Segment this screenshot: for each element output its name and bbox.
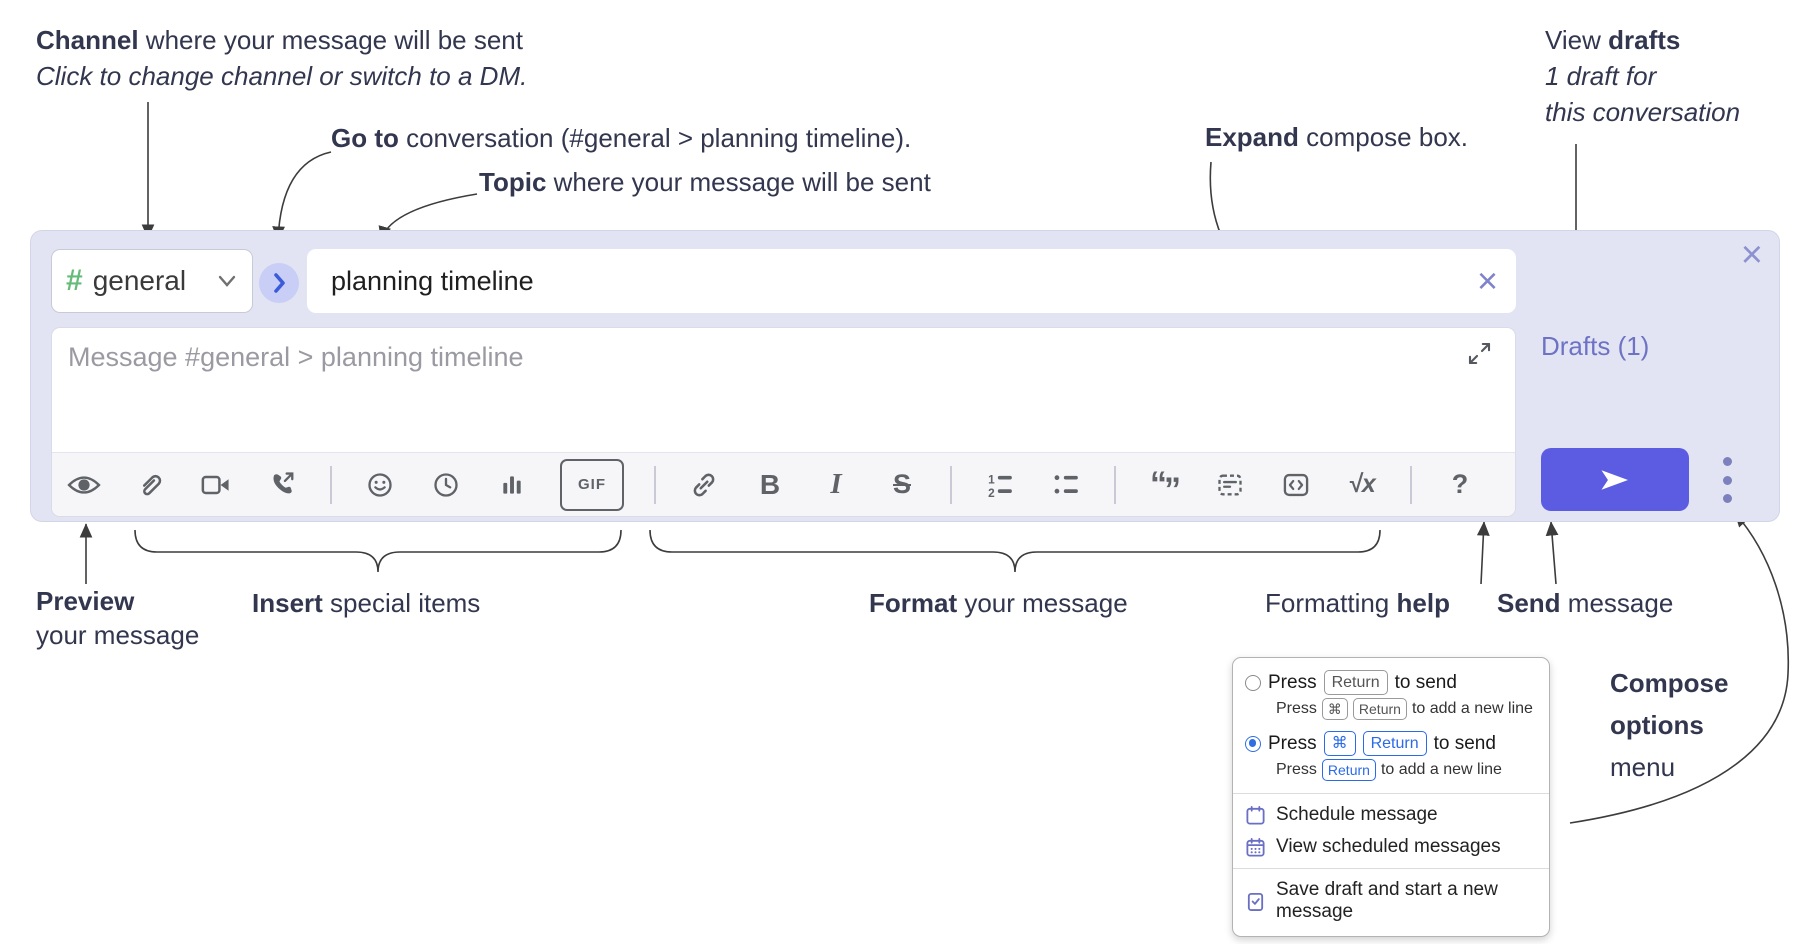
save-draft-icon bbox=[1247, 892, 1264, 911]
send-icon bbox=[1601, 469, 1628, 490]
send-button[interactable] bbox=[1541, 448, 1689, 511]
cmd-keycap: ⌘ bbox=[1323, 731, 1356, 756]
return-keycap: Return bbox=[1352, 698, 1407, 720]
toolbar-divider bbox=[950, 465, 952, 504]
formatting-help-annotation: Formatting help bbox=[1265, 588, 1450, 618]
return-keycap: Return bbox=[1362, 731, 1427, 756]
spoiler-icon[interactable] bbox=[1212, 464, 1248, 506]
attach-file-icon[interactable] bbox=[132, 464, 168, 506]
topic-annotation: Topic where your message will be sent bbox=[479, 167, 931, 197]
compose-box: × # general planning timeline × Message … bbox=[30, 230, 1780, 522]
expand-compose-icon[interactable] bbox=[1466, 340, 1493, 372]
menu-divider bbox=[1233, 793, 1549, 794]
radio-unselected[interactable] bbox=[1245, 674, 1261, 691]
emoji-icon[interactable] bbox=[362, 464, 398, 506]
message-placeholder: Message #general > planning timeline bbox=[68, 342, 524, 372]
drafts-link[interactable]: Drafts (1) bbox=[1541, 331, 1650, 361]
preview-annotation: Preview your message bbox=[36, 586, 200, 650]
compose-options-menu: Press Return to send Press ⌘ Return to a… bbox=[1232, 657, 1550, 937]
channel-hash-icon: # bbox=[66, 264, 83, 297]
toolbar-divider bbox=[1410, 465, 1412, 504]
channel-annotation-rest: where your message will be sent bbox=[138, 25, 523, 55]
link-icon[interactable] bbox=[686, 464, 722, 506]
insert-annotation: Insert special items bbox=[252, 588, 481, 618]
calendar-icon bbox=[1246, 805, 1265, 825]
toolbar-divider bbox=[1114, 465, 1116, 504]
poll-icon[interactable] bbox=[494, 464, 530, 506]
send-option-cmd-return-subtext: Press Return to add a new line bbox=[1233, 758, 1549, 788]
bulleted-list-icon[interactable] bbox=[1048, 464, 1084, 506]
format-annotation: Format your message bbox=[869, 588, 1128, 618]
bold-icon[interactable]: B bbox=[759, 468, 781, 500]
ol-number-1: 1 bbox=[988, 472, 995, 486]
expand-annotation: Expand compose box. bbox=[1205, 122, 1469, 152]
toolbar-divider bbox=[330, 465, 332, 504]
cmd-keycap: ⌘ bbox=[1321, 698, 1348, 720]
send-option-return[interactable]: Press Return to send bbox=[1233, 666, 1549, 697]
message-compose-area[interactable]: Message #general > planning timeline bbox=[51, 327, 1516, 517]
topic-value: planning timeline bbox=[331, 265, 534, 296]
calendar-scheduled-icon bbox=[1246, 837, 1265, 857]
chevron-right-icon bbox=[274, 273, 285, 293]
channel-annotation: Channel where your message will be sent … bbox=[36, 22, 527, 94]
radio-selected[interactable] bbox=[1245, 735, 1261, 752]
math-icon[interactable]: √x bbox=[1348, 470, 1376, 498]
toolbar-divider bbox=[654, 465, 656, 504]
compose-options-annotation: Compose options menu bbox=[1610, 668, 1729, 782]
quote-icon[interactable]: “” bbox=[1150, 465, 1181, 509]
view-drafts-annotation: View drafts 1 draft for this conversatio… bbox=[1545, 25, 1741, 127]
start-video-call-icon[interactable] bbox=[198, 464, 234, 506]
send-annotation: Send message bbox=[1497, 588, 1674, 618]
global-time-icon[interactable] bbox=[428, 464, 464, 506]
strikethrough-icon[interactable]: S bbox=[892, 469, 911, 499]
channel-name: general bbox=[92, 265, 187, 296]
goto-annotation: Go to conversation (#general > planning … bbox=[331, 123, 912, 153]
channel-selector-button[interactable]: # general bbox=[51, 249, 253, 313]
menu-divider bbox=[1233, 868, 1549, 869]
message-formatting-help-icon[interactable]: ? bbox=[1451, 469, 1469, 499]
close-compose-icon[interactable]: × bbox=[1740, 234, 1763, 276]
code-icon[interactable] bbox=[1278, 464, 1314, 506]
send-option-return-subtext: Press ⌘ Return to add a new line bbox=[1233, 697, 1549, 727]
italic-icon[interactable]: I bbox=[830, 468, 842, 500]
schedule-message-item[interactable]: Schedule message bbox=[1233, 799, 1549, 831]
clear-topic-icon[interactable]: × bbox=[1476, 260, 1498, 301]
compose-options-button[interactable] bbox=[1716, 457, 1738, 503]
channel-annotation-bold: Channel bbox=[36, 25, 139, 55]
chevron-down-icon bbox=[218, 275, 236, 287]
return-keycap: Return bbox=[1321, 759, 1376, 781]
send-option-cmd-return[interactable]: Press ⌘ Return to send bbox=[1233, 727, 1549, 758]
start-voice-call-icon[interactable] bbox=[264, 464, 300, 506]
topic-input[interactable]: planning timeline × bbox=[307, 249, 1516, 313]
return-keycap: Return bbox=[1323, 670, 1388, 695]
channel-annotation-line2: Click to change channel or switch to a D… bbox=[36, 61, 528, 91]
save-draft-item[interactable]: Save draft and start a new message bbox=[1233, 874, 1549, 928]
preview-icon[interactable] bbox=[66, 464, 102, 506]
gif-icon[interactable]: GIF bbox=[560, 458, 624, 511]
go-to-conversation-button[interactable] bbox=[259, 263, 299, 303]
view-scheduled-messages-item[interactable]: View scheduled messages bbox=[1233, 831, 1549, 863]
ol-number-2: 2 bbox=[988, 485, 995, 497]
